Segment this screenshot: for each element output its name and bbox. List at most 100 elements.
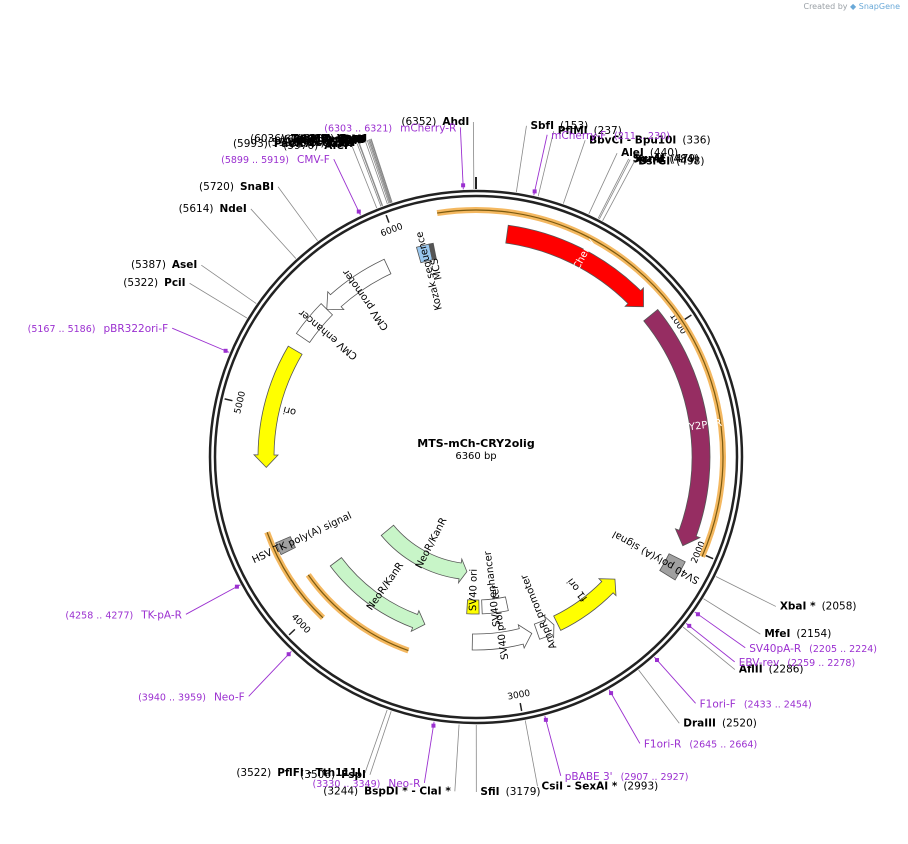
primer-label[interactable]: SV40pA-R(2205 .. 2224) xyxy=(749,643,877,655)
site-label[interactable]: XcmI(484) xyxy=(634,154,697,166)
primer-label[interactable]: EBV-rev(2259 .. 2278) xyxy=(739,657,856,669)
site-label[interactable]: BbvCI - Bpu10I(336) xyxy=(589,134,710,146)
site-name: SgrAI xyxy=(633,153,665,165)
site-name: SacI xyxy=(331,137,356,149)
tick-mark xyxy=(385,214,390,223)
feature-sv40-ori[interactable] xyxy=(466,599,480,615)
primer-label[interactable]: (6303 .. 6321)mCherry-R xyxy=(324,122,456,134)
primer-label[interactable]: (4258 .. 4277)TK-pA-R xyxy=(65,609,182,621)
site-label[interactable]: MfeI(2154) xyxy=(764,628,831,640)
site-name: PaeR7I xyxy=(274,138,315,150)
primer-label[interactable]: (5167 .. 5186)pBR322ori-F xyxy=(28,323,169,335)
site-label[interactable]: XbaI *(2058) xyxy=(780,600,857,612)
site-label[interactable]: SfiI(3179) xyxy=(480,786,540,798)
primer-label[interactable]: pBABE 3'(2907 .. 2927) xyxy=(565,771,689,783)
tick-mark xyxy=(519,702,523,712)
site-label[interactable]: SgrAI(479) xyxy=(633,153,700,165)
primer-label[interactable]: (3940 .. 3959)Neo-F xyxy=(138,691,245,703)
feature-ori[interactable] xyxy=(253,345,303,468)
site-leader xyxy=(703,598,761,635)
site-position: (498) xyxy=(676,156,704,168)
site-label[interactable]: (5998)Eco53kI xyxy=(268,137,355,149)
site-label[interactable]: (6000)SacI xyxy=(290,137,356,149)
site-label[interactable]: (5614)NdeI xyxy=(179,203,247,215)
site-position: (3179) xyxy=(506,786,541,798)
site-position: (6037) xyxy=(299,133,334,145)
site-name: BspDI * xyxy=(364,785,408,797)
site-label[interactable]: SbfI(153) xyxy=(530,120,588,132)
feature-hsv-tk-poly-a-signal[interactable] xyxy=(275,536,296,556)
site-label[interactable]: (6019)SalI xyxy=(298,135,361,147)
site-label[interactable]: (6025)Acc65I xyxy=(283,134,363,146)
feature-f1-ori[interactable] xyxy=(553,578,617,631)
site-name: DraIII xyxy=(683,717,716,729)
tick-label: 6000 xyxy=(379,222,404,239)
site-label[interactable]: (6038)SmaI xyxy=(297,133,367,145)
site-name: AflII xyxy=(739,664,763,676)
site-label[interactable]: (5720) SnaBI xyxy=(199,181,274,193)
primer-name: F1ori-F xyxy=(700,698,736,710)
site-leader xyxy=(597,158,630,219)
feature-cmv-promoter[interactable] xyxy=(326,258,392,311)
feature-neor-kanr[interactable] xyxy=(329,557,426,633)
site-label[interactable]: (6033)PspOMI xyxy=(280,133,365,145)
feature-sv40-promoter[interactable] xyxy=(471,623,533,651)
site-position: (5993) xyxy=(233,138,268,150)
primer-label[interactable]: F1ori-R(2645 .. 2664) xyxy=(644,738,757,750)
primer-range: (5167 .. 5186) xyxy=(28,324,96,335)
site-label[interactable]: (5322)PciI xyxy=(123,277,185,289)
site-leader xyxy=(602,161,635,221)
site-position: (2058) xyxy=(822,600,857,612)
site-label[interactable]: (6352)AhdI xyxy=(401,116,469,128)
site-name: SnaBI xyxy=(240,181,274,193)
site-label[interactable]: (3522)PflFI - Tth111I xyxy=(236,767,361,779)
feature-neor-kanr[interactable] xyxy=(380,524,468,585)
site-label[interactable]: PflMI(237) xyxy=(558,125,622,137)
site-position: (3522) xyxy=(236,767,271,779)
site-leader xyxy=(364,140,388,205)
site-label[interactable]: (3506)FspI xyxy=(300,769,366,781)
primer-label[interactable]: (3330 .. 3349)Neo-R xyxy=(312,778,420,790)
site-name: PspOMI xyxy=(321,133,366,145)
site-name: AfeI xyxy=(324,140,348,152)
site-name: SmaI xyxy=(338,133,368,145)
site-label[interactable]: (5387)AseI xyxy=(131,259,197,271)
primer-label[interactable]: F1ori-F(2433 .. 2454) xyxy=(700,698,812,710)
feature-sv40-poly-a-signal[interactable] xyxy=(659,553,686,581)
site-label[interactable]: BsrGI(498) xyxy=(638,156,704,168)
site-leader xyxy=(201,264,257,304)
site-label[interactable]: AflII (2286) xyxy=(739,664,804,676)
primer-name: TK-pA-R xyxy=(140,609,182,621)
primer-range: (3330 .. 3349) xyxy=(312,779,380,790)
site-alt-name: - XhoI xyxy=(315,138,353,150)
site-label[interactable]: (6037)ApaI xyxy=(299,133,367,145)
feature-sv40-enhancer[interactable] xyxy=(481,596,509,615)
site-leader xyxy=(515,125,527,193)
site-label[interactable]: CsiI - SexAI *(2993) xyxy=(542,780,659,792)
site-leader xyxy=(715,576,777,607)
site-name: KpnI xyxy=(337,134,364,146)
site-name: AhdI xyxy=(442,116,469,128)
site-label[interactable]: (6036)TspMI - XmaI xyxy=(250,133,367,145)
site-position: (2286) xyxy=(769,664,804,676)
primer-range: (2259 .. 2278) xyxy=(787,658,855,669)
site-position: (237) xyxy=(594,125,622,137)
feature-mcs[interactable] xyxy=(428,242,437,261)
site-label[interactable]: (3244)BspDI * - ClaI * xyxy=(323,785,451,797)
site-name: Acc65I xyxy=(324,134,363,146)
primer-leader xyxy=(172,327,230,353)
feature-cmv-enhancer[interactable] xyxy=(295,303,334,344)
primer-label[interactable]: (5899 .. 5919)CMV-F xyxy=(221,154,330,166)
site-position: (5720) xyxy=(199,181,234,193)
site-label[interactable]: (6032)SacII xyxy=(296,133,366,145)
site-leader xyxy=(537,131,555,197)
feature-ampr-promoter[interactable] xyxy=(533,615,555,640)
feature-cry2phr[interactable] xyxy=(643,308,711,547)
site-label[interactable]: AleI(440) xyxy=(621,147,678,159)
site-label[interactable]: (5976)AfeI xyxy=(283,140,348,152)
site-label[interactable]: (6029)KpnI xyxy=(296,134,364,146)
primer-label[interactable]: mCherry-F(211 .. 230) xyxy=(551,130,670,142)
site-label[interactable]: DraIII(2520) xyxy=(683,717,757,729)
site-label[interactable]: (5993) PaeR7I - XhoI xyxy=(233,138,353,150)
feature-mcherry[interactable] xyxy=(505,224,644,308)
